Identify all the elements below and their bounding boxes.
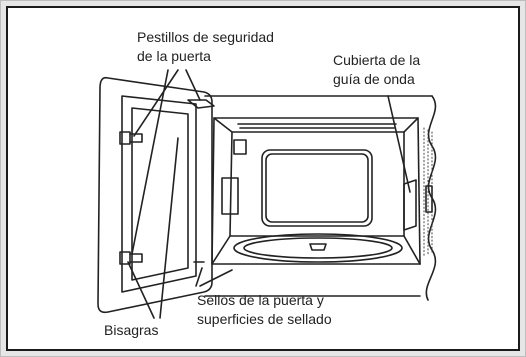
back-wall-panel (261, 149, 373, 227)
label-door-seals-line2: superficies de sellado (197, 311, 332, 327)
figure-panel (6, 6, 520, 351)
door-outer (97, 76, 213, 314)
leader-seals-2 (199, 269, 233, 287)
turntable-inner (243, 237, 393, 259)
right-latch-slot (425, 185, 433, 213)
label-hinges: Bisagras (104, 322, 159, 338)
label-waveguide-line2: guía de onda (333, 71, 415, 87)
turntable-hub (309, 243, 327, 251)
light-grille (233, 139, 247, 155)
cavity-inner (229, 131, 405, 237)
door-inner-window (131, 107, 189, 281)
upper-hinge (119, 131, 143, 145)
leader-latches-1 (133, 69, 179, 137)
cavity-corner-tr (403, 117, 419, 133)
back-wall-panel-inner (265, 153, 369, 223)
leader-waveguide (387, 95, 411, 193)
left-vent (221, 177, 239, 215)
cavity-corner-br (403, 235, 421, 265)
label-waveguide-line1: Cubierta de la (333, 52, 421, 68)
label-door-latches-line1: Pestillos de seguridad (137, 29, 274, 45)
turntable (233, 233, 403, 263)
door-inner (121, 95, 197, 293)
label-door-seals-line1: Sellos de la puerta y (197, 292, 324, 308)
leader-hinges-1 (127, 261, 155, 319)
cavity-corner-bl (211, 235, 231, 265)
leader-seals-1 (195, 267, 203, 287)
leader-latches-2 (185, 69, 201, 101)
leader-hinges-2 (159, 137, 179, 319)
label-door-latches-line2: de la puerta (137, 48, 211, 64)
waveguide-cover (403, 179, 417, 231)
right-perforations (423, 127, 433, 257)
top-latch (187, 99, 215, 109)
lower-hinge (119, 251, 143, 265)
cavity-corner-tl (213, 117, 233, 133)
leader-latches-3 (131, 69, 169, 255)
